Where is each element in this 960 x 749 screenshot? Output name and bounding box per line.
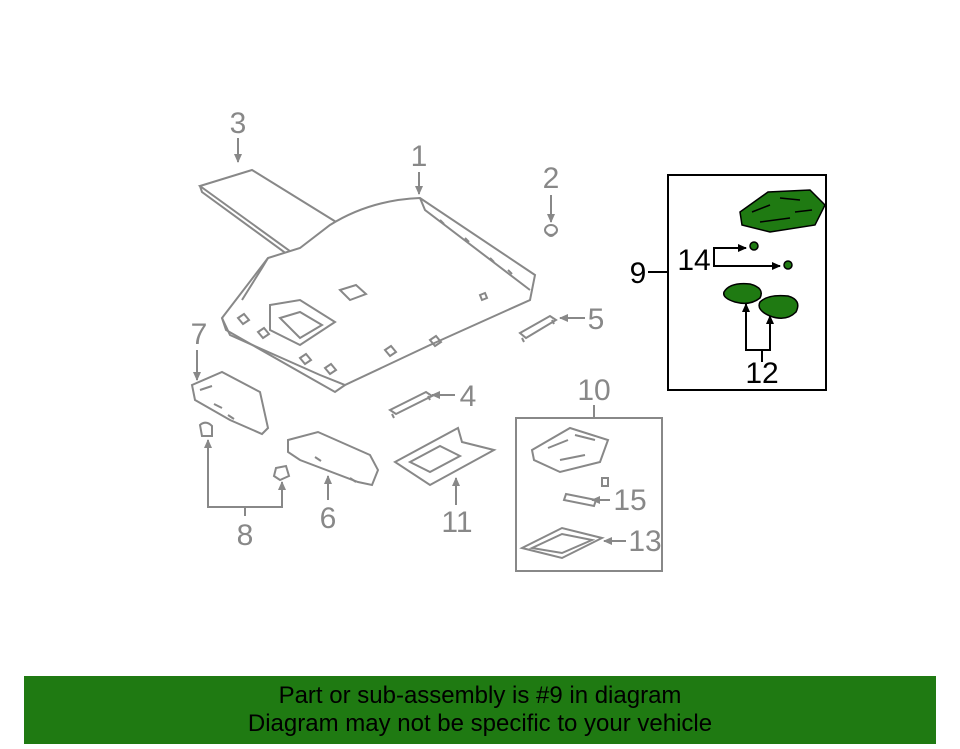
callout-15: 15 — [613, 484, 646, 517]
callout-7: 7 — [191, 318, 208, 351]
callout-6: 6 — [320, 502, 337, 535]
callout-8: 8 — [237, 519, 254, 552]
part-11-bracket — [393, 426, 497, 487]
parts-diagram: 3 1 2 5 4 7 6 11 8 10 15 13 9 14 12 — [190, 107, 827, 572]
part-7-sun-visor — [190, 370, 270, 436]
footer-line-1: Part or sub-assembly is #9 in diagram — [278, 682, 682, 709]
callout-5: 5 — [588, 303, 605, 336]
part-14-screws — [749, 241, 793, 270]
callout-12: 12 — [745, 357, 778, 390]
callout-9: 9 — [630, 257, 647, 290]
callout-11: 11 — [441, 506, 472, 539]
callout-2: 2 — [543, 162, 560, 195]
footer-banner: Part or sub-assembly is #9 in diagram Di… — [24, 676, 936, 744]
part-4-grab-handle — [388, 390, 434, 419]
part-9-box — [667, 174, 827, 391]
part-12-lenses — [722, 282, 799, 319]
footer-line-2: Diagram may not be specific to your vehi… — [247, 710, 713, 737]
part-8-visor-clips — [198, 421, 291, 482]
part-10-box — [515, 417, 663, 572]
callout-14: 14 — [677, 244, 710, 277]
part-2-clip — [544, 224, 558, 237]
callout-1: 1 — [411, 140, 428, 173]
callout-10: 10 — [577, 374, 610, 407]
callout-13: 13 — [628, 525, 661, 558]
part-6-sun-visor — [287, 430, 380, 487]
callout-3: 3 — [230, 107, 247, 140]
part-1-headliner — [220, 196, 537, 394]
leader-lines — [193, 138, 626, 545]
callout-4: 4 — [460, 380, 477, 413]
leader-lines-black — [648, 244, 781, 362]
part-5-grab-handle — [518, 314, 558, 343]
part-9-dome-lamp — [739, 189, 826, 233]
